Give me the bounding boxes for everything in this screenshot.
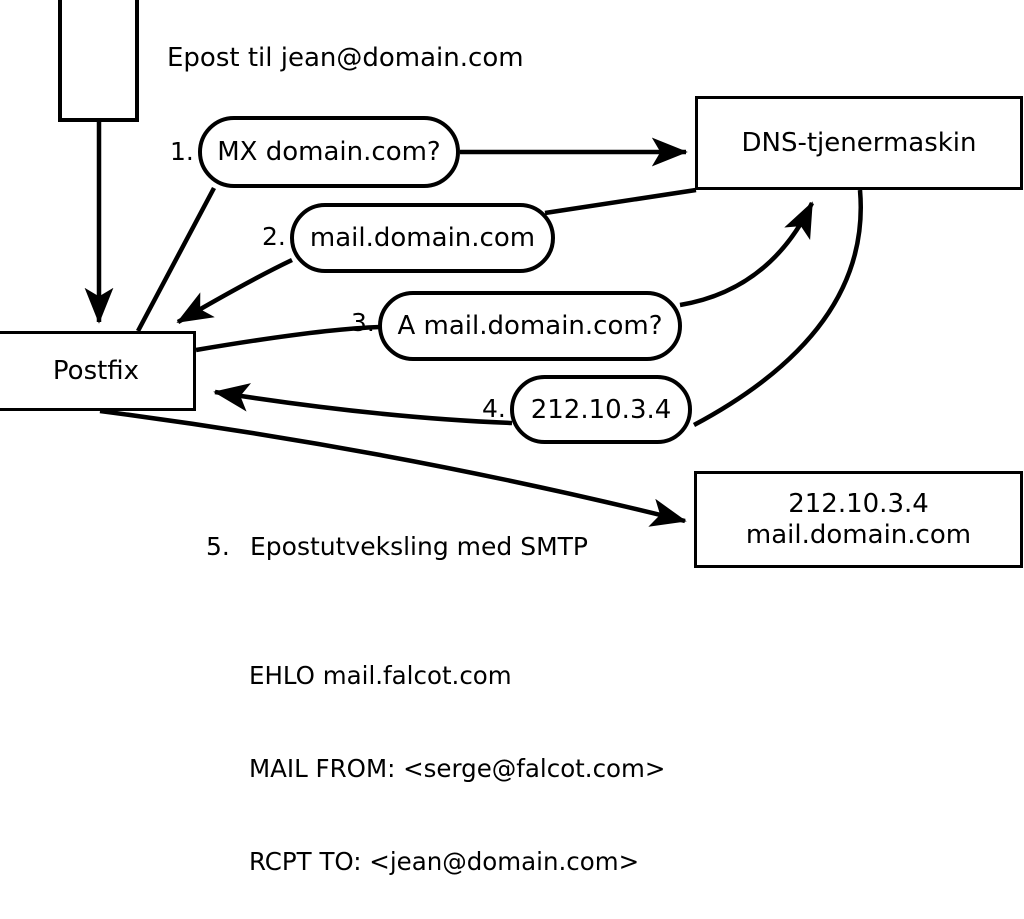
step-5-label: Epostutveksling med SMTP [250, 532, 589, 561]
step-number-3: 3. [351, 308, 375, 337]
step-number-2: 2. [262, 222, 286, 251]
bubble-step-1[interactable]: MX domain.com? [198, 116, 460, 188]
smtp-line: EHLO mail.falcot.com [249, 661, 512, 690]
bubble-step-3-label: A mail.domain.com? [397, 311, 663, 341]
node-postfix[interactable]: Postfix [0, 331, 196, 411]
edge-bubble4-to-postfix [213, 383, 513, 426]
bubble-step-2-label: mail.domain.com [309, 223, 536, 253]
edge-postfix-to-bubble1 [136, 186, 216, 333]
bubble-step-3[interactable]: A mail.domain.com? [378, 291, 682, 361]
page-title: Epost til jean@domain.com [167, 43, 524, 73]
edge-bubble3-to-dns [679, 201, 815, 308]
edge-dns-to-bubble4 [692, 189, 863, 427]
smtp-line: MAIL FROM: <serge@falcot.com> [249, 754, 666, 783]
node-client-machine[interactable] [58, 0, 139, 122]
bubble-step-4-label: 212.10.3.4 [530, 394, 672, 425]
step-number-4: 4. [482, 394, 506, 423]
bubble-step-4[interactable]: 212.10.3.4 [510, 375, 692, 444]
node-postfix-label: Postfix [52, 355, 140, 386]
node-mail-server-ip: 212.10.3.4 [788, 488, 929, 519]
bubble-step-2[interactable]: mail.domain.com [290, 203, 555, 273]
node-dns-server-label: DNS-tjenermaskin [741, 127, 977, 158]
node-dns-server[interactable]: DNS-tjenermaskin [695, 96, 1023, 190]
smtp-line: RCPT TO: <jean@domain.com> [249, 847, 640, 876]
node-mail-server-hostname: mail.domain.com [745, 519, 972, 550]
step-number-1: 1. [170, 137, 194, 166]
edge-bubble2-to-postfix [176, 257, 293, 324]
edge-dns-to-bubble2 [544, 187, 697, 216]
node-mail-server[interactable]: 212.10.3.4 mail.domain.com [694, 471, 1023, 568]
bubble-step-1-label: MX domain.com? [217, 137, 441, 167]
step-number-5: 5. [206, 532, 230, 561]
smtp-transcript: EHLO mail.falcot.com MAIL FROM: <serge@f… [249, 598, 665, 919]
